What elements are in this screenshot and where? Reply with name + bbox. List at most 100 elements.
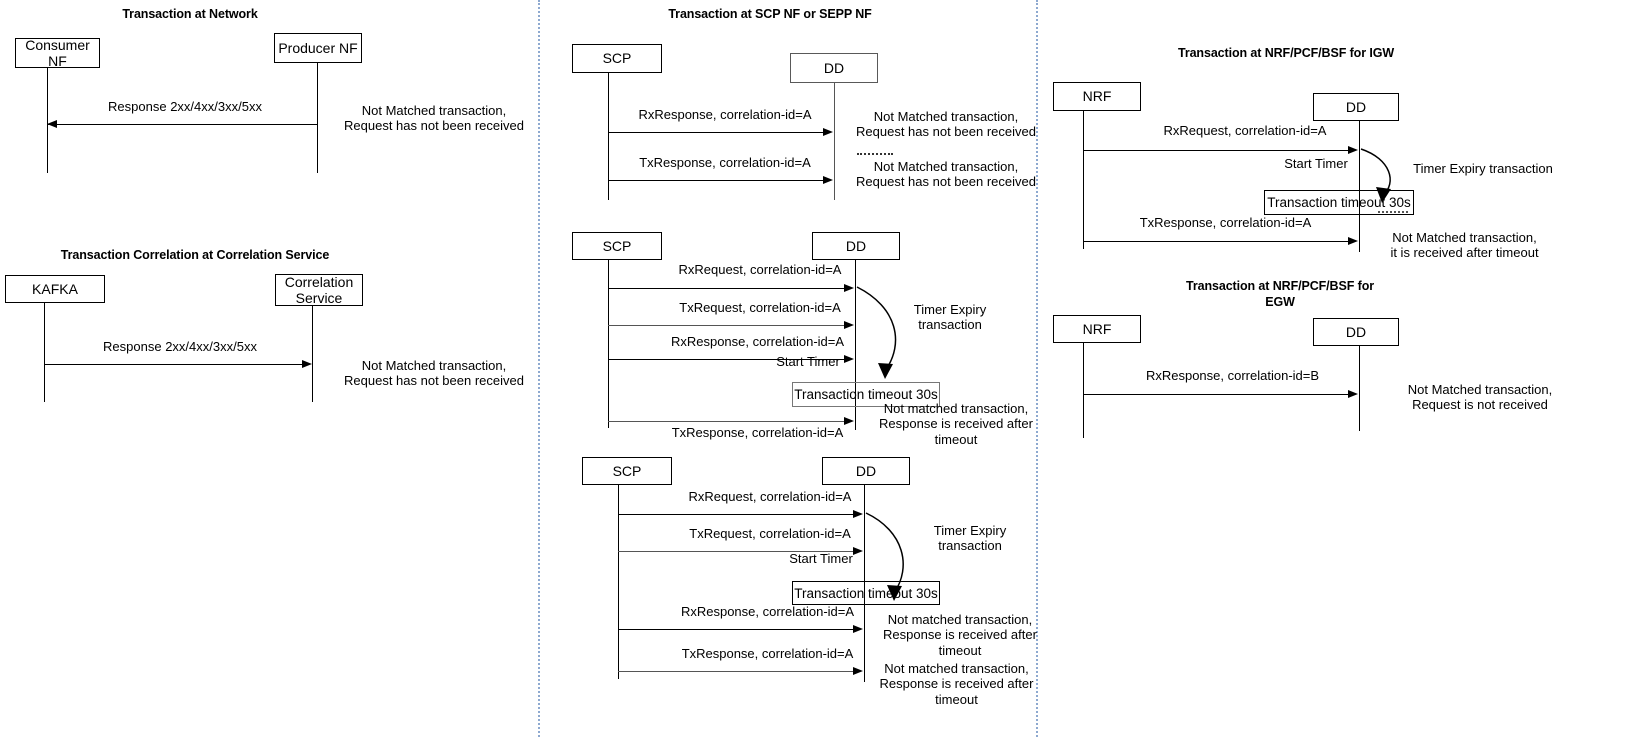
lifeline-box-dd-egw: DD (1313, 318, 1399, 346)
message-label-scp3-txrequest: TxRequest, correlation-id=A (689, 526, 851, 541)
message-label-network-response: Response 2xx/4xx/3xx/5xx (108, 99, 262, 114)
lifeline-dd-3 (864, 485, 865, 682)
message-label-scp2-txrequest: TxRequest, correlation-id=A (679, 300, 841, 315)
note-scp2-timer-expiry: Timer Expiry transaction (913, 302, 987, 333)
message-arrow-egw-rxresponse (1083, 394, 1349, 395)
message-arrow-scp3-txresponse (618, 671, 855, 672)
lifeline-scp-3 (618, 485, 619, 679)
message-label-scp1-rxresponse: RxResponse, correlation-id=A (638, 107, 812, 122)
panel-title-network: Transaction at Network (122, 7, 258, 21)
dotted-underline-igw-timeout (1378, 211, 1408, 213)
message-label-scp3-rxrequest: RxRequest, correlation-id=A (688, 489, 852, 504)
column-separator-left (538, 0, 540, 737)
note-scp3-timer-expiry: Timer Expiry transaction (933, 523, 1007, 554)
column-separator-right (1036, 0, 1038, 737)
lifeline-box-nrf-igw: NRF (1053, 82, 1141, 111)
message-label-scp2-rxresponse: RxResponse, correlation-id=A (670, 334, 845, 349)
message-label-scp2-txresponse: TxResponse, correlation-id=A (671, 425, 844, 440)
arrowhead-network-response (47, 120, 57, 128)
lifeline-scp-2 (608, 260, 609, 428)
arrowhead-scp2-txrequest (844, 321, 854, 329)
lifeline-box-dd-2: DD (812, 232, 900, 260)
message-arrow-scp3-rxresponse (618, 629, 855, 630)
lifeline-box-scp-3: SCP (582, 457, 672, 485)
note-scp1-not-matched-2: Not Matched transaction, Request has not… (856, 159, 1036, 190)
message-arrow-igw-txresponse (1083, 241, 1349, 242)
message-arrow-scp3-txrequest (618, 551, 855, 552)
label-igw-start-timer: Start Timer (1284, 156, 1348, 171)
arrowhead-scp3-txrequest (853, 547, 863, 555)
message-arrow-igw-rxrequest (1083, 150, 1349, 151)
note-network-not-matched: Not Matched transaction, Request has not… (344, 103, 524, 134)
panel-title-nrf-igw: Transaction at NRF/PCF/BSF for IGW (1177, 46, 1395, 60)
lifeline-box-dd-3: DD (822, 457, 910, 485)
arrowhead-igw-rxrequest (1348, 146, 1358, 154)
lifeline-box-scp-2: SCP (572, 232, 662, 260)
lifeline-correlation-service (312, 306, 313, 402)
lifeline-scp-1 (608, 73, 609, 200)
timeout-box-igw: Transaction timeout 30s (1264, 190, 1414, 215)
lifeline-nrf-egw (1083, 343, 1084, 438)
message-label-scp3-txresponse: TxResponse, correlation-id=A (681, 646, 854, 661)
lifeline-box-correlation-service: Correlation Service (275, 274, 363, 306)
message-label-correlation-response: Response 2xx/4xx/3xx/5xx (103, 339, 257, 354)
dotted-separator-scp1 (857, 153, 893, 155)
panel-title-nrf-egw: Transaction at NRF/PCF/BSF for EGW (1186, 279, 1374, 309)
arrowhead-scp2-rxresponse (844, 355, 854, 363)
note-correlation-not-matched: Not Matched transaction, Request has not… (344, 358, 524, 389)
lifeline-nrf-igw (1083, 111, 1084, 249)
lifeline-box-scp-1: SCP (572, 44, 662, 73)
message-arrow-correlation-response (44, 364, 304, 365)
lifeline-kafka (44, 303, 45, 402)
message-label-igw-txresponse: TxResponse, correlation-id=A (1139, 215, 1312, 230)
lifeline-box-consumer-nf: Consumer NF (15, 37, 100, 69)
arrowhead-scp1-rxresponse (823, 128, 833, 136)
note-scp2-not-matched: Not matched transaction, Response is rec… (879, 401, 1033, 447)
lifeline-dd-2 (855, 260, 856, 430)
timeout-box-scp2: Transaction timeout 30s (792, 382, 940, 407)
note-scp1-not-matched-1: Not Matched transaction, Request has not… (856, 109, 1036, 140)
message-arrow-scp1-txresponse (608, 180, 824, 181)
arrowhead-scp3-rxrequest (853, 510, 863, 518)
arrowhead-scp1-txresponse (823, 176, 833, 184)
message-arrow-network-response (48, 124, 318, 125)
arrowhead-scp3-rxresponse (853, 625, 863, 633)
lifeline-box-dd-1: DD (790, 53, 878, 83)
note-scp3-not-matched-1: Not matched transaction, Response is rec… (883, 612, 1037, 658)
lifeline-box-dd-igw: DD (1313, 93, 1399, 121)
lifeline-dd-egw (1359, 346, 1360, 431)
message-label-egw-rxresponse: RxResponse, correlation-id=B (1145, 368, 1320, 383)
lifeline-box-kafka: KAFKA (5, 275, 105, 303)
message-arrow-scp1-rxresponse (608, 132, 824, 133)
message-label-igw-rxrequest: RxRequest, correlation-id=A (1163, 123, 1327, 138)
message-arrow-scp2-txrequest (608, 325, 845, 326)
note-igw-not-matched: Not Matched transaction, it is received … (1390, 230, 1539, 261)
arrowhead-igw-txresponse (1348, 237, 1358, 245)
lifeline-box-nrf-egw: NRF (1053, 315, 1141, 343)
note-egw-not-matched: Not Matched transaction, Request is not … (1407, 382, 1553, 413)
message-arrow-scp2-rxrequest (608, 288, 845, 289)
timer-expiry-curve-scp2 (856, 286, 897, 379)
message-arrow-scp2-txresponse (608, 421, 845, 422)
message-label-scp1-txresponse: TxResponse, correlation-id=A (639, 155, 811, 170)
label-scp2-start-timer: Start Timer (776, 354, 840, 369)
lifeline-dd-1 (834, 83, 835, 200)
panel-title-correlation: Transaction Correlation at Correlation S… (60, 248, 330, 262)
timeout-box-scp3: Transaction timeout 30s (792, 581, 940, 605)
lifeline-producer-nf (317, 63, 318, 173)
arrowhead-scp3-txresponse (853, 667, 863, 675)
message-arrow-scp2-rxresponse (608, 359, 845, 360)
arrowhead-scp2-rxrequest (844, 284, 854, 292)
message-label-scp3-rxresponse: RxResponse, correlation-id=A (680, 604, 855, 619)
lifeline-dd-igw (1359, 121, 1360, 252)
note-scp3-not-matched-2: Not matched transaction, Response is rec… (879, 661, 1034, 707)
message-label-scp2-rxrequest: RxRequest, correlation-id=A (678, 262, 842, 277)
panel-title-scp-sepp: Transaction at SCP NF or SEPP NF (668, 7, 872, 21)
label-scp3-start-timer: Start Timer (789, 551, 853, 566)
arrowhead-correlation-response (302, 360, 312, 368)
message-arrow-scp3-rxrequest (618, 514, 855, 515)
lifeline-box-producer-nf: Producer NF (274, 33, 362, 63)
note-igw-timer-expiry: Timer Expiry transaction (1413, 161, 1553, 176)
arrowhead-egw-rxresponse (1348, 390, 1358, 398)
